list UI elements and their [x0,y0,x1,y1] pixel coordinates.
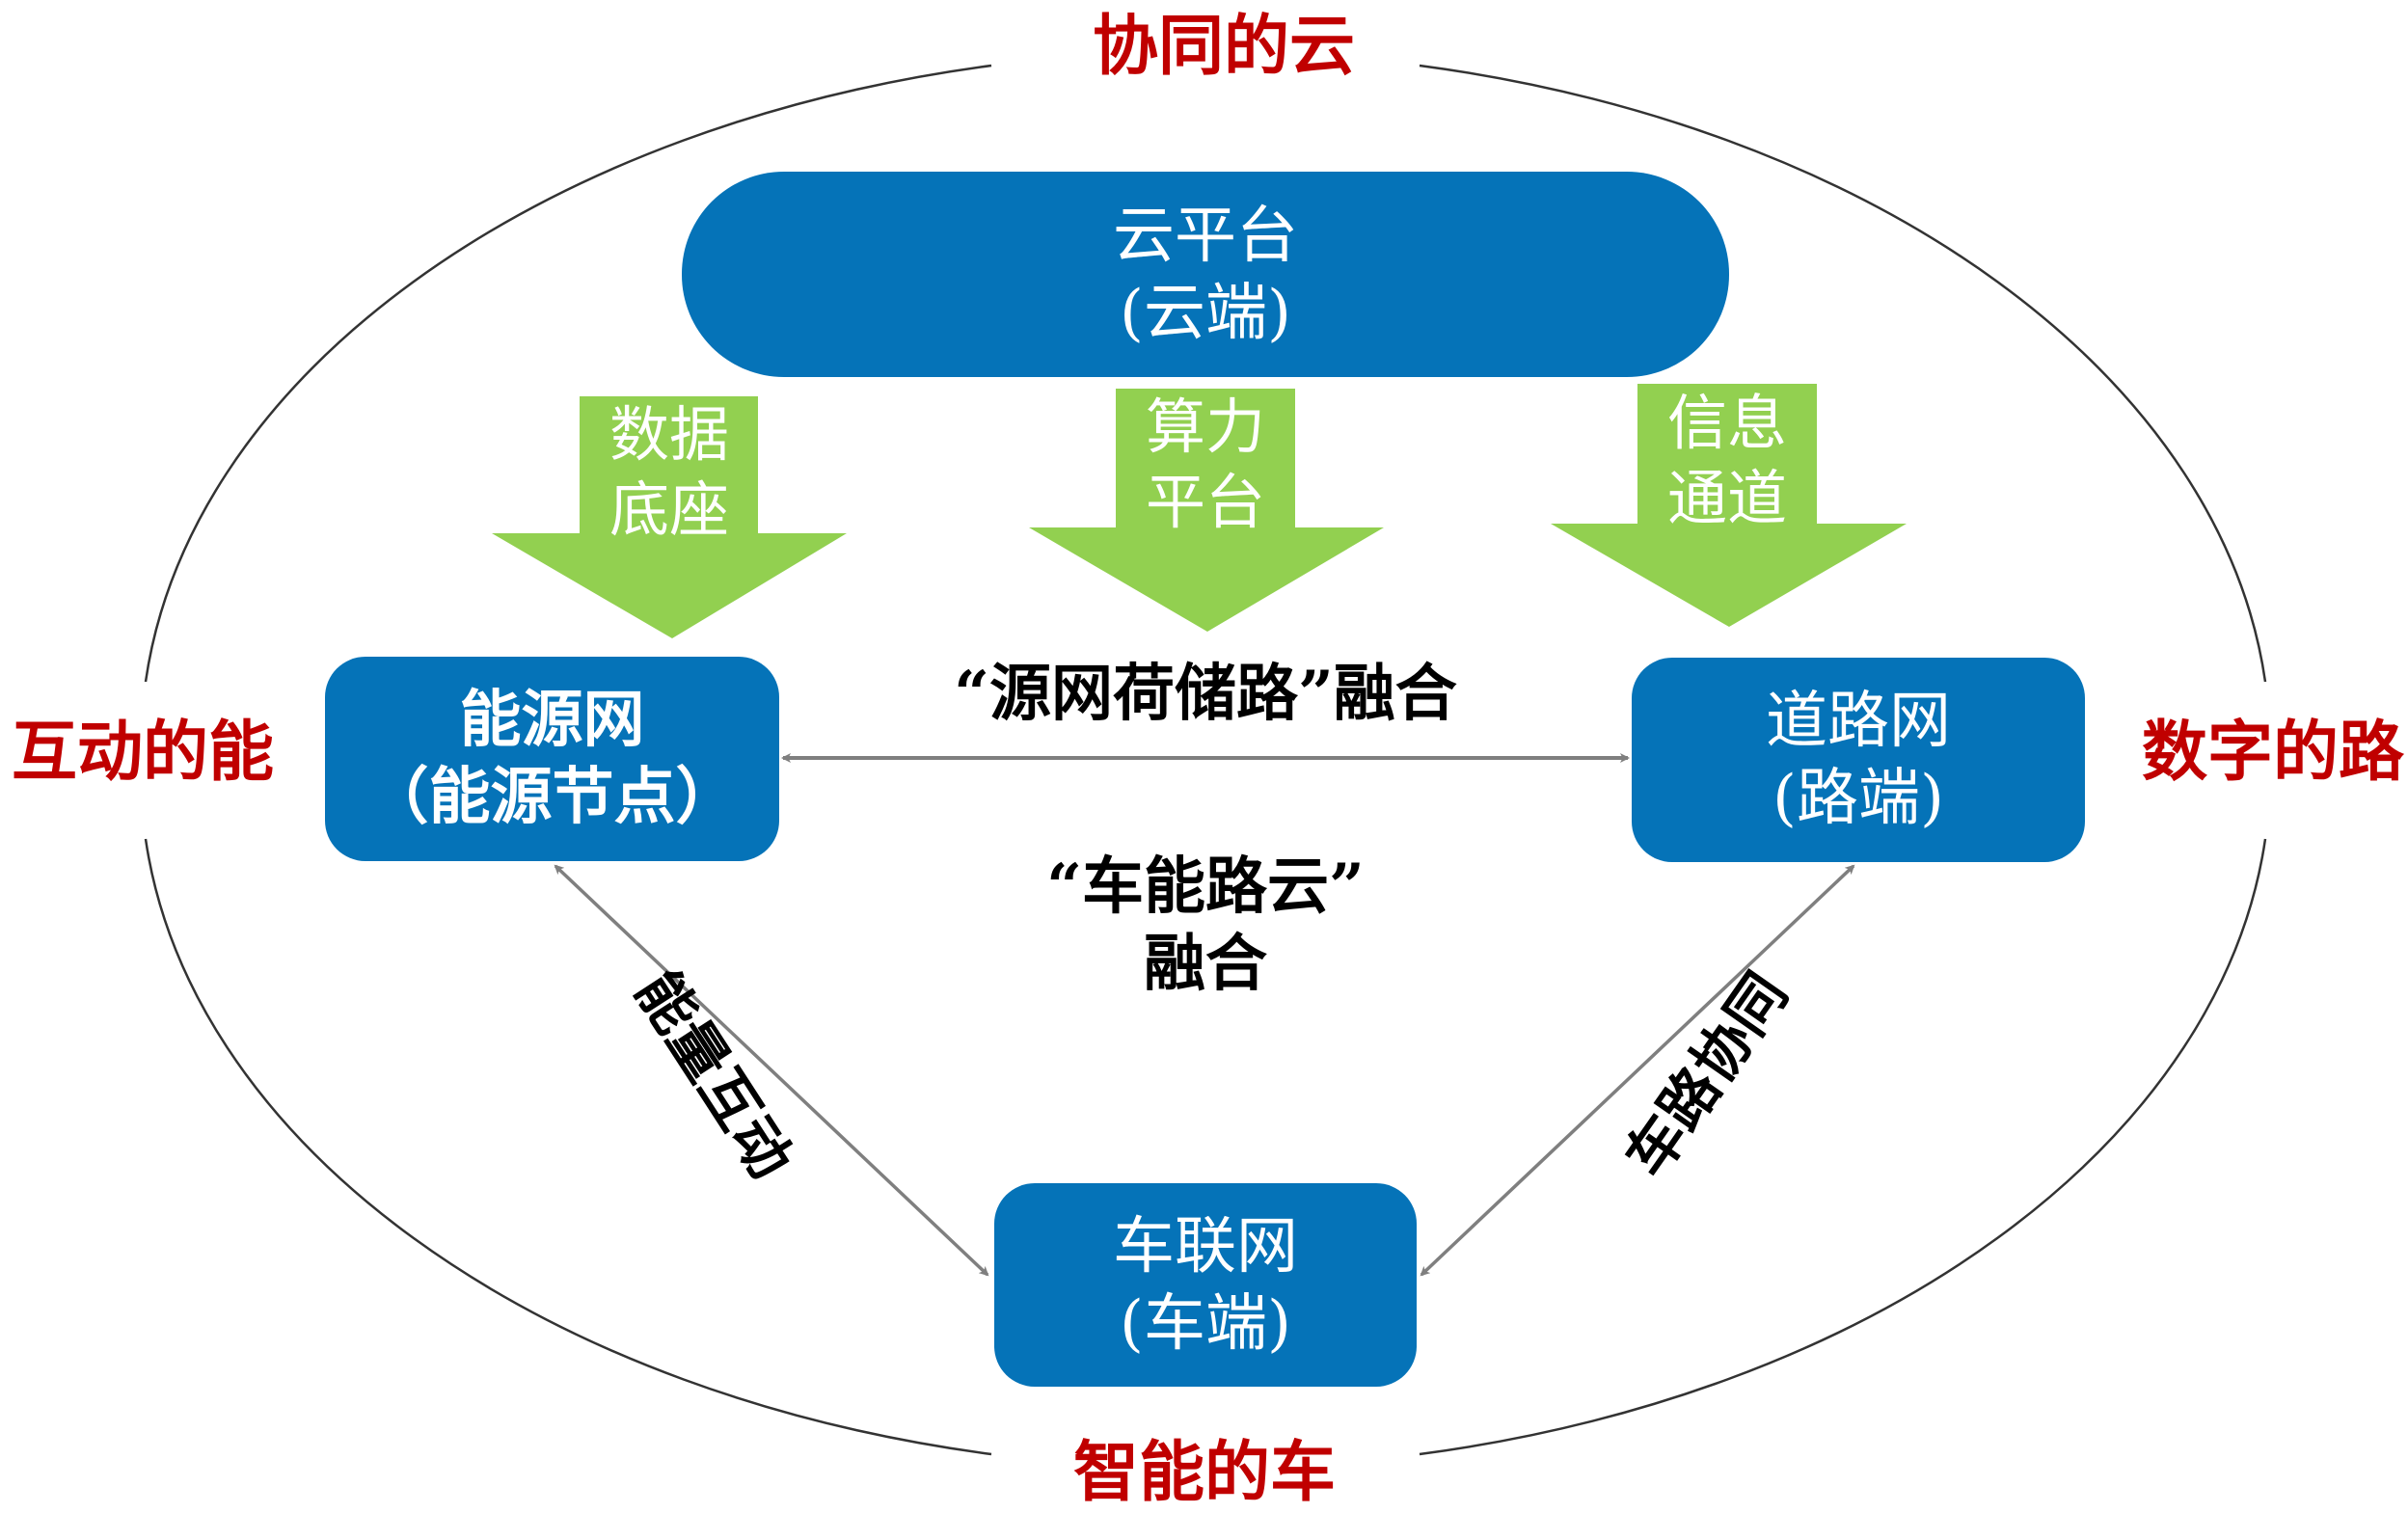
info-channel-line1: 信息 [1666,388,1787,458]
outer-ellipse [144,64,2267,1456]
ellipse-arc-top-right [1419,64,2267,683]
road-node-title: 道路网 [1766,686,1951,757]
connector-energy-vehicle [554,864,989,1277]
cloud-node-subtitle: (云端) [1120,277,1291,349]
down-arrow-data-foundation [492,396,847,638]
ellipse-arc-bottom-right [1419,838,2267,1456]
energy-node-title: 能源网 [459,684,645,756]
cloud-node-title: 云平台 [1113,200,1298,272]
fusion-line1: “车能路云” [1046,851,1365,923]
info-channel-line2: 通道 [1666,463,1787,533]
connector-road-vehicle [1420,864,1855,1277]
interactive-energy-label: 互动的能 [12,714,275,791]
road-node-subtitle: (路端) [1772,763,1944,834]
source-grid-load-storage-road-fusion-label: “源网荷储路”融合 [954,658,1457,730]
vehicle-energy-road-cloud-fusion-label: “车能路云” 融合 [964,849,1447,1003]
ellipse-arc-top-left [144,64,992,683]
cloud-platform-node: 云平台 (云端) [682,172,1729,377]
vehicle-network-node: 车联网 (车端) [994,1183,1417,1387]
fusion-line2: 融合 [1144,928,1267,1000]
compute-platform-line2: 平台 [1145,467,1265,537]
vehicle-node-subtitle: (车端) [1120,1287,1291,1360]
collaborative-cloud-label: 协同的云 [1093,8,1356,85]
road-network-node: 道路网 (路端) [1632,658,2085,862]
compute-platform-label: 算力 平台 [1116,390,1295,540]
vehicle-node-title: 车联网 [1113,1210,1298,1283]
compute-platform-line1: 算力 [1145,392,1265,462]
down-arrow-info-channel [1551,384,1907,627]
energy-network-node: 能源网 （能源节点） [325,657,779,861]
digital-road-label: 数字的路 [2142,714,2405,791]
data-foundation-line1: 数据 [609,399,729,470]
ellipse-arc-bottom-left [144,838,992,1456]
energy-node-subtitle: （能源节点） [366,761,738,833]
intelligent-vehicle-label: 智能的车 [1073,1434,1337,1511]
down-arrow-compute-platform [1029,389,1384,632]
data-foundation-line2: 底座 [609,474,729,545]
data-foundation-label: 数据 底座 [580,397,759,548]
info-channel-label: 信息 通道 [1637,386,1817,536]
